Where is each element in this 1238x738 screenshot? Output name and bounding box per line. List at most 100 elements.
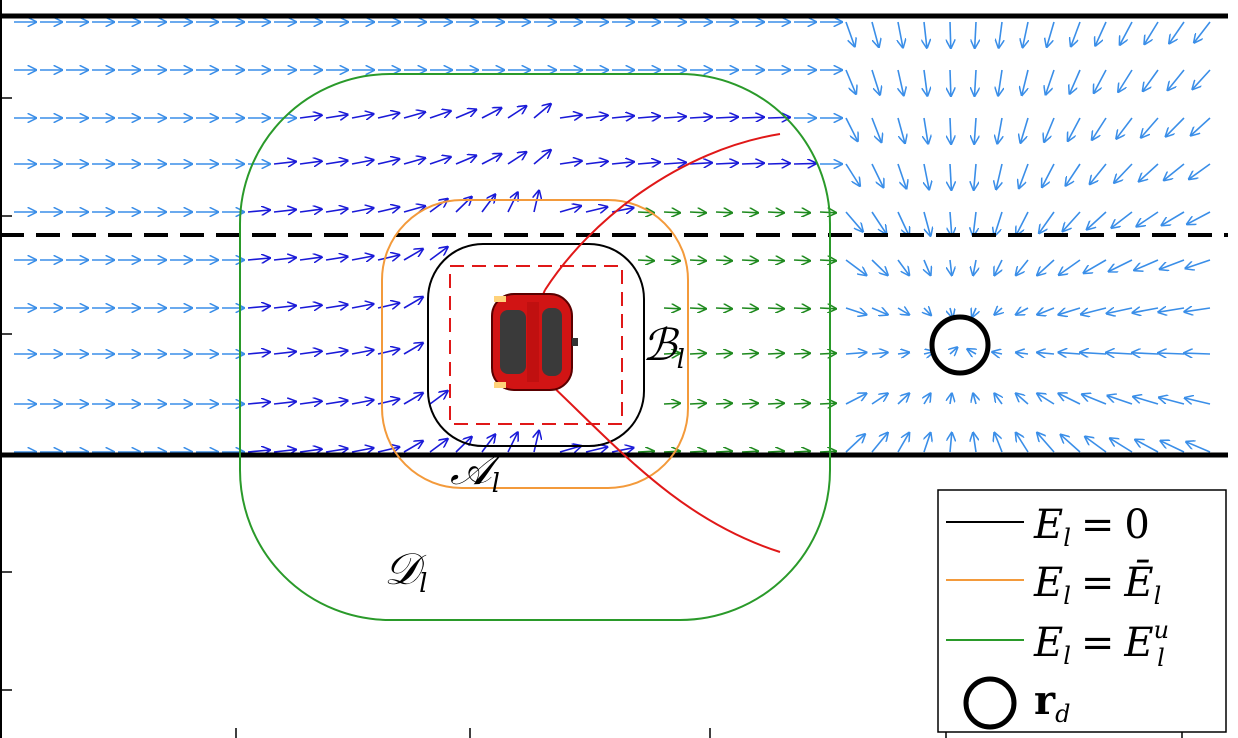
field-arrow (351, 304, 374, 308)
field-arrow (1016, 259, 1029, 275)
field-arrow (1095, 21, 1107, 46)
field-arrow (871, 211, 886, 234)
field-arrow (325, 257, 348, 260)
field-arrow (351, 256, 374, 260)
field-arrow (663, 308, 680, 309)
field-arrow (455, 156, 476, 165)
field-arrow (1139, 163, 1159, 182)
field-arrow (950, 433, 952, 453)
field-arrow (481, 154, 502, 165)
field-arrow (1116, 117, 1133, 139)
field-arrow (507, 192, 518, 213)
field-arrow (247, 402, 270, 404)
field-arrow (1162, 211, 1185, 225)
field-arrow (351, 350, 374, 354)
field-arrow (1132, 308, 1159, 313)
field-arrow (998, 69, 1002, 96)
field-arrow (715, 260, 732, 261)
legend-entry-target: rd (963, 676, 1070, 730)
field-arrow (950, 393, 952, 405)
field-arrow (1016, 211, 1029, 235)
field-arrow (611, 116, 634, 118)
field-arrow (973, 259, 976, 275)
field-arrow (871, 69, 880, 95)
field-arrow (819, 353, 836, 354)
field-arrow (1068, 117, 1081, 141)
field-arrow (715, 451, 732, 452)
field-arrow (325, 401, 348, 404)
field-arrow (377, 113, 399, 118)
field-arrow (299, 161, 322, 164)
field-arrow (819, 403, 836, 404)
field-arrow (845, 434, 865, 453)
field-arrow (793, 451, 810, 452)
field-arrow (403, 112, 425, 118)
field-arrow (741, 451, 758, 452)
field-arrow (924, 69, 927, 96)
field-arrow (974, 163, 976, 190)
field-arrow (689, 451, 706, 452)
field-arrow (1133, 397, 1159, 405)
field-arrow (992, 352, 1003, 354)
field-arrow (1021, 117, 1029, 143)
field-arrow (767, 163, 790, 164)
field-arrow (299, 351, 322, 354)
field-arrow (663, 117, 686, 119)
field-arrow (1114, 163, 1133, 183)
field-arrow (1081, 307, 1107, 314)
field-arrow (351, 448, 374, 452)
field-arrow (871, 21, 879, 47)
field-arrow (351, 160, 374, 164)
field-arrow (1071, 21, 1081, 46)
field-arrow (1046, 69, 1055, 95)
field-arrow (923, 211, 931, 236)
field-arrow (741, 212, 758, 213)
field-arrow (403, 206, 425, 212)
field-arrow (429, 247, 448, 261)
field-arrow (663, 451, 680, 452)
field-arrow (1159, 397, 1185, 405)
field-arrow (247, 450, 270, 452)
field-arrow (1164, 163, 1185, 180)
field-arrow (1169, 21, 1185, 43)
field-arrow (377, 159, 399, 164)
field-arrow (1085, 437, 1107, 453)
field-arrow (273, 306, 296, 308)
field-arrow (793, 212, 810, 213)
field-arrow (377, 447, 399, 452)
field-arrow (924, 259, 931, 275)
field-arrow (819, 308, 836, 309)
field-arrow (767, 451, 784, 452)
field-arrow (715, 308, 732, 309)
field-arrow (793, 403, 810, 404)
field-arrow (871, 393, 888, 405)
field-arrow (689, 163, 712, 164)
field-arrow (1039, 211, 1055, 233)
field-arrow (559, 161, 582, 164)
field-arrow (994, 393, 1002, 405)
field-arrow (455, 110, 476, 119)
field-arrow (1141, 117, 1159, 138)
field-arrow (534, 191, 539, 213)
field-arrow (1090, 163, 1107, 184)
field-arrow (999, 21, 1002, 48)
field-arrow (845, 307, 867, 315)
field-arrow (898, 21, 903, 48)
field-arrow (715, 353, 732, 354)
car-top-view-icon (491, 293, 578, 391)
field-arrow (897, 352, 909, 354)
field-arrow (299, 401, 322, 404)
field-arrow (1143, 69, 1159, 91)
field-arrow (767, 212, 784, 213)
field-arrow (351, 400, 374, 404)
field-arrow (1107, 308, 1133, 314)
field-arrow (663, 260, 680, 261)
field-arrow (637, 162, 660, 164)
field-arrow (1037, 393, 1055, 405)
field-arrow (611, 162, 634, 164)
field-arrow (1144, 21, 1159, 44)
field-arrow (481, 194, 495, 213)
field-arrow (1118, 69, 1133, 92)
field-arrow (663, 353, 680, 354)
